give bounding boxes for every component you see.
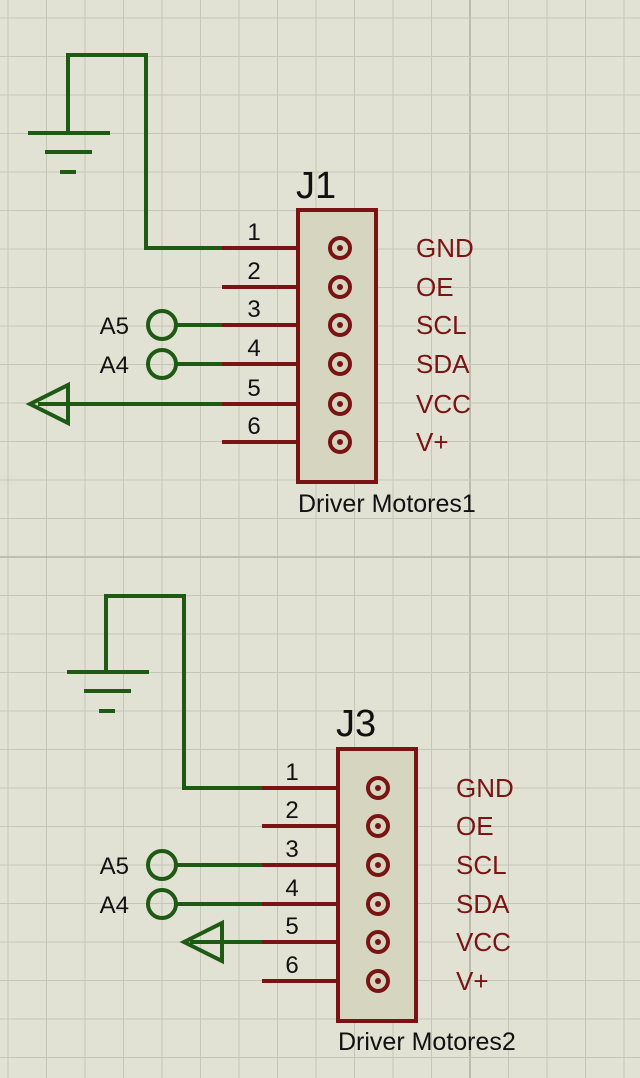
component-name-j3: Driver Motores2 [338, 1028, 516, 1056]
pin-name: OE [456, 811, 494, 841]
pin-name: VCC [416, 389, 471, 419]
component-ref-j3: J3 [336, 703, 376, 745]
pin-number: 6 [247, 413, 260, 440]
pin-number: 6 [285, 952, 298, 979]
pin-numbers-j1: 1 2 3 4 5 6 [247, 219, 260, 440]
pin-number: 3 [247, 296, 260, 323]
terminal-a4-j3[interactable] [146, 888, 178, 920]
power-arrow-j1 [25, 381, 70, 427]
pin-name: SDA [416, 349, 470, 379]
wires-j1 [25, 53, 222, 427]
pin-dots-j3 [375, 785, 381, 984]
pin-name: GND [456, 773, 514, 803]
pin-number: 3 [285, 836, 298, 863]
power-arrow-j3 [179, 919, 224, 965]
pin-names-j1: GND OE SCL SDA VCC V+ [416, 233, 474, 457]
pin-name: SDA [456, 889, 510, 919]
wires-j3 [104, 594, 262, 965]
pin-name: V+ [416, 427, 449, 457]
connector-body-j1[interactable] [296, 208, 378, 484]
pin-dots-j1 [337, 245, 343, 445]
connector-j1[interactable]: A5 A4 1 [25, 53, 476, 518]
pin-number: 4 [247, 335, 260, 362]
pin-leads-j1 [222, 246, 298, 444]
pin-name: SCL [456, 850, 507, 880]
terminal-a5-j3[interactable] [146, 849, 178, 881]
pin-circles-j3 [366, 776, 390, 993]
pin-name: V+ [456, 966, 489, 996]
terminal-a4-j1[interactable] [146, 348, 178, 380]
pin-number: 2 [247, 258, 260, 285]
pin-number: 5 [285, 913, 298, 940]
pin-number: 1 [285, 759, 298, 786]
terminal-a5-j1[interactable] [146, 309, 178, 341]
connector-body-j3[interactable] [336, 747, 418, 1023]
pin-number: 2 [285, 797, 298, 824]
pin-number: 1 [247, 219, 260, 246]
component-name-j1: Driver Motores1 [298, 490, 476, 518]
pin-number: 5 [247, 375, 260, 402]
pin-numbers-j3: 1 2 3 4 5 6 [285, 759, 298, 979]
gnd-wire-j1 [66, 53, 222, 250]
pin-name: GND [416, 233, 474, 263]
pin-name: VCC [456, 927, 511, 957]
pin-number: 4 [285, 875, 298, 902]
component-ref-j1: J1 [296, 165, 336, 207]
pin-circles-j1 [328, 236, 352, 454]
terminal-label-a5-j3: A5 [100, 853, 129, 880]
pin-names-j3: GND OE SCL SDA VCC V+ [456, 773, 514, 996]
connector-j3[interactable]: A5 A4 1 2 3 [67, 594, 516, 1056]
terminal-label-a4-j3: A4 [100, 892, 129, 919]
terminal-label-a5-j1: A5 [100, 313, 129, 340]
pin-name: OE [416, 272, 454, 302]
pin-leads-j3 [262, 786, 338, 983]
terminal-label-a4-j1: A4 [100, 352, 129, 379]
pin-name: SCL [416, 310, 467, 340]
gnd-wire-j3 [104, 594, 262, 790]
